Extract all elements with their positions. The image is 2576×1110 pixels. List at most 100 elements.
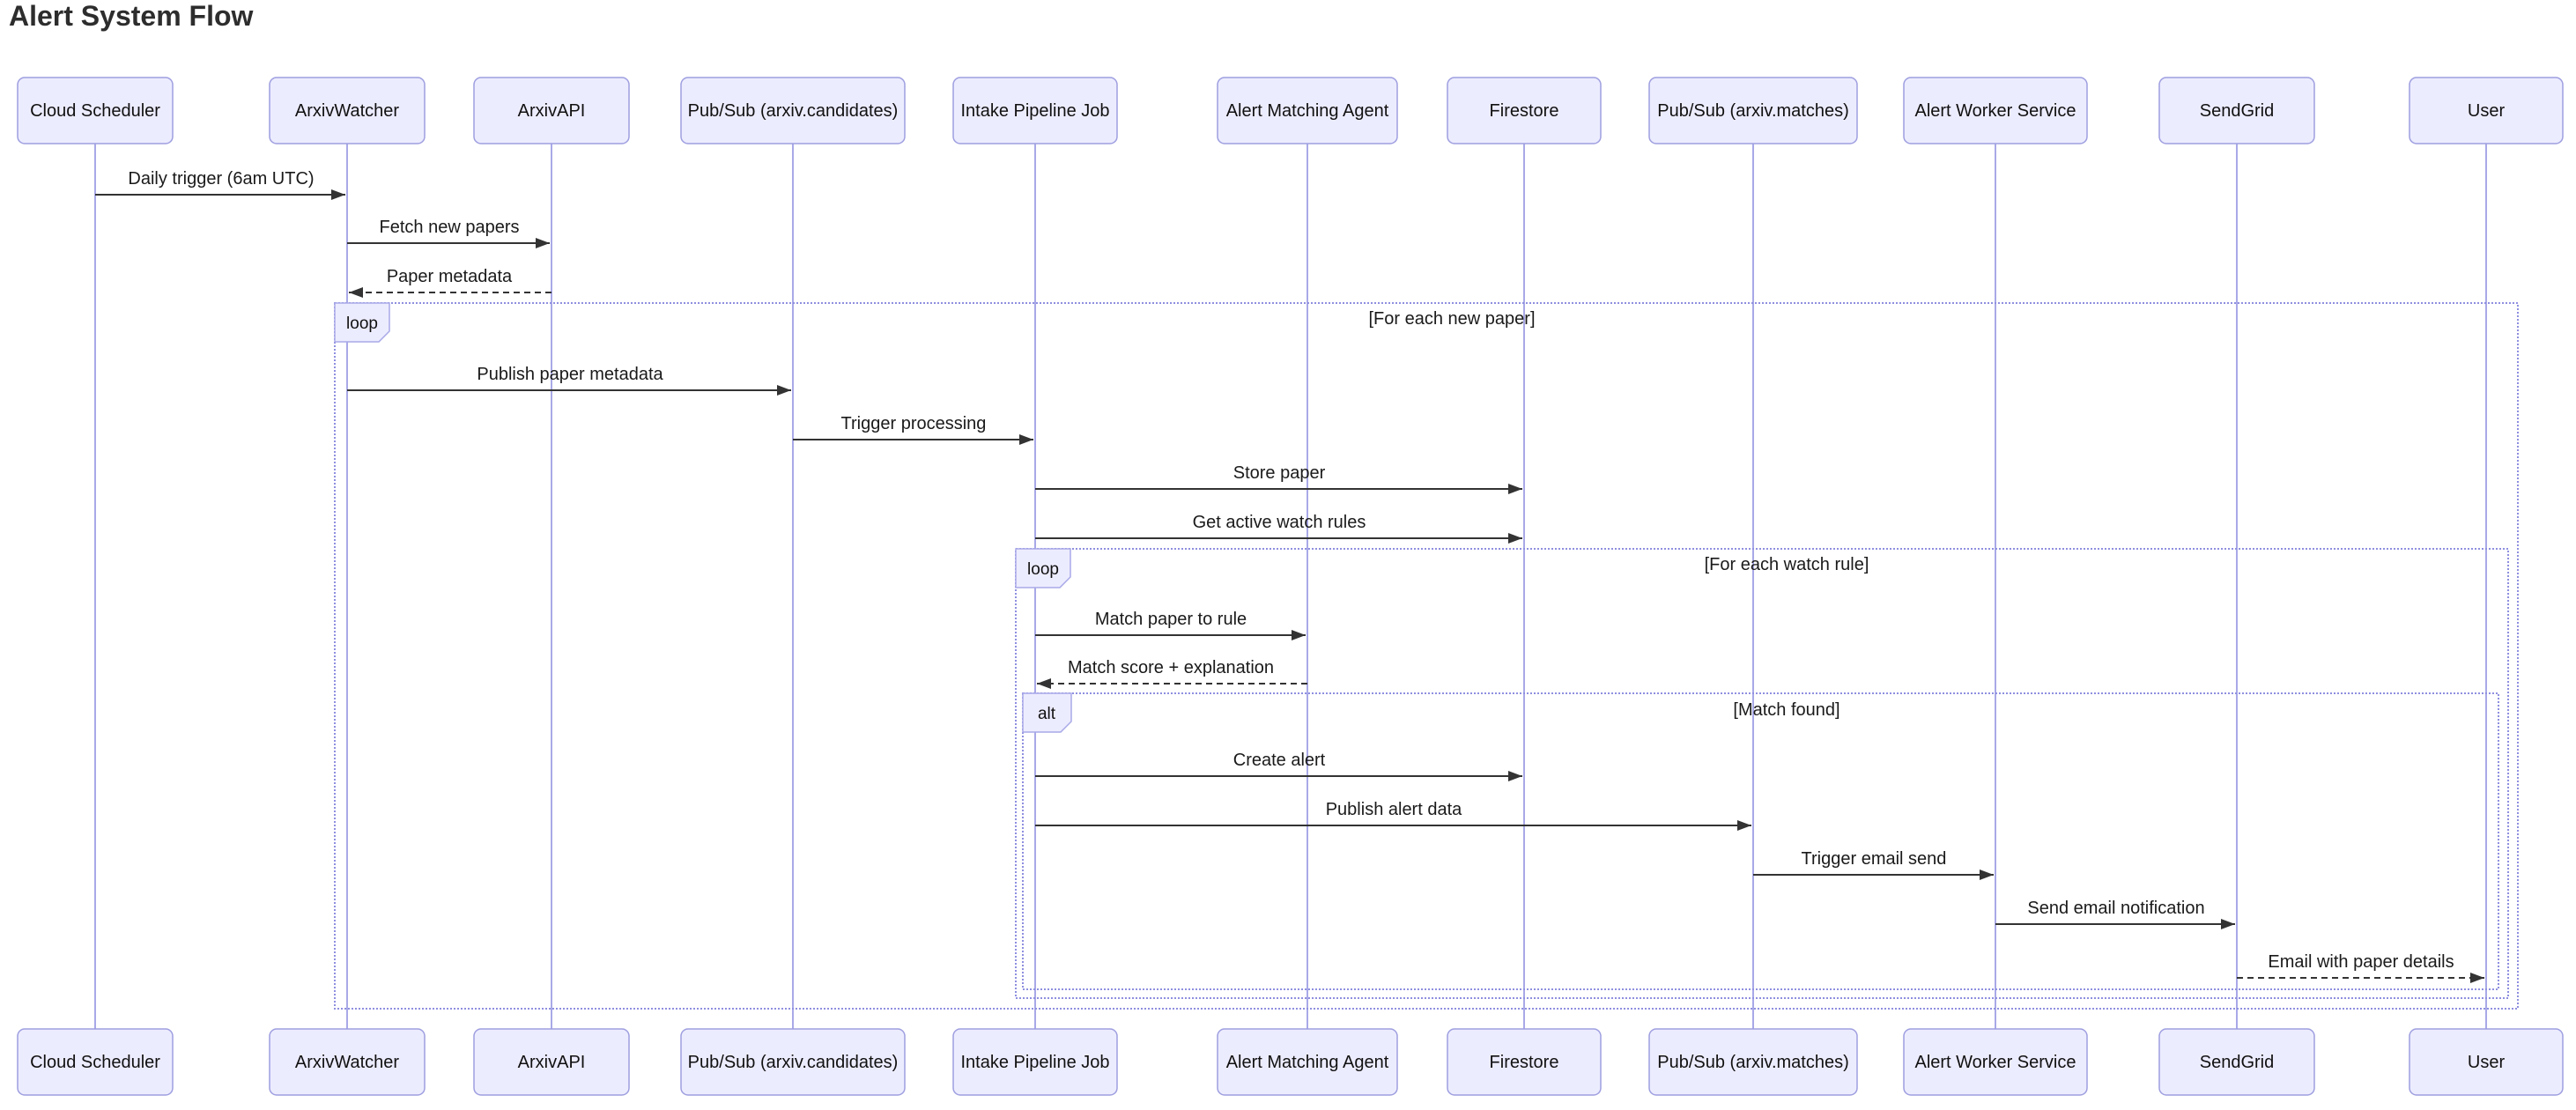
- msg-match-score-explanation: Match score + explanation: [1037, 658, 1307, 689]
- participant-top-user-box: [2409, 77, 2564, 144]
- msg-paper-metadata-label: Paper metadata: [387, 267, 513, 286]
- msg-send-email-notification: Send email notification: [1995, 899, 2235, 929]
- participant-top-firestore: Firestore: [1447, 77, 1602, 144]
- participant-top-pubsub-arxiv-candidates-box: [680, 77, 906, 144]
- page-title: Alert System Flow: [9, 0, 254, 32]
- participant-top-arxivwatcher-box: [269, 77, 426, 144]
- participant-bottom-arxivapi-box: [473, 1028, 630, 1096]
- participant-bottom-intake-pipeline-job-label: Intake Pipeline Job: [960, 1053, 1109, 1072]
- participant-bottom-arxivwatcher-box: [269, 1028, 426, 1096]
- msg-match-score-explanation-label: Match score + explanation: [1068, 658, 1274, 677]
- participant-bottom-arxivwatcher: ArxivWatcher: [269, 1028, 426, 1096]
- loop-watch-rule-tab: loop [For each watch rule]: [1015, 548, 1869, 588]
- participant-top-alert-matching-agent-box: [1217, 77, 1398, 144]
- participant-bottom-cloud-scheduler: Cloud Scheduler: [17, 1028, 174, 1096]
- alt-match-found-tab-label: alt: [1038, 705, 1056, 723]
- msg-publish-alert-data-label: Publish alert data: [1326, 800, 1462, 819]
- loop-new-paper-condition: [For each new paper]: [1369, 309, 1536, 329]
- msg-trigger-email-send-label: Trigger email send: [1802, 849, 1947, 869]
- msg-match-paper-to-rule: Match paper to rule: [1035, 610, 1306, 640]
- participant-bottom-arxivapi: ArxivAPI: [473, 1028, 630, 1096]
- msg-daily-trigger: Daily trigger (6am UTC): [95, 169, 345, 200]
- participant-top-alert-matching-agent: Alert Matching Agent: [1217, 77, 1398, 144]
- participant-top-arxivapi-box: [473, 77, 630, 144]
- participant-bottom-firestore-box: [1447, 1028, 1602, 1096]
- participant-top-arxivwatcher: ArxivWatcher: [269, 77, 426, 144]
- loop-watch-rule-condition: [For each watch rule]: [1705, 555, 1869, 574]
- participant-bottom-arxivapi-label: ArxivAPI: [518, 1053, 586, 1072]
- msg-email-with-paper-details-label: Email with paper details: [2268, 952, 2454, 972]
- msg-publish-alert-data: Publish alert data: [1035, 800, 1751, 831]
- participant-top-intake-pipeline-job: Intake Pipeline Job: [952, 77, 1118, 144]
- loop-watch-rule-tab-shape: [1015, 548, 1071, 588]
- lifelines: [94, 144, 2487, 1029]
- loop-watch-rule-tab-label: loop: [1027, 560, 1059, 579]
- msg-get-active-watch-rules-label: Get active watch rules: [1193, 513, 1366, 532]
- msg-trigger-processing: Trigger processing: [793, 414, 1033, 445]
- participant-top-arxivwatcher-label: ArxivWatcher: [295, 101, 400, 121]
- participant-top-user-label: User: [2468, 101, 2506, 121]
- msg-trigger-processing-label: Trigger processing: [841, 414, 987, 433]
- participant-top-cloud-scheduler: Cloud Scheduler: [17, 77, 174, 144]
- participant-bottom-sendgrid: SendGrid: [2158, 1028, 2315, 1096]
- participant-bottom-firestore: Firestore: [1447, 1028, 1602, 1096]
- msg-create-alert: Create alert: [1035, 751, 1522, 781]
- participants-bottom: Cloud Scheduler ArxivWatcher ArxivAPI Pu…: [17, 1028, 2564, 1096]
- loop-fragment-new-paper: [334, 302, 2519, 1010]
- participant-bottom-pubsub-arxiv-matches: Pub/Sub (arxiv.matches): [1648, 1028, 1858, 1096]
- fragments: [334, 302, 2519, 1010]
- participant-bottom-user: User: [2409, 1028, 2564, 1096]
- alt-match-found-tab-shape: [1022, 692, 1072, 733]
- participant-bottom-firestore-label: Firestore: [1490, 1053, 1559, 1072]
- messages: Daily trigger (6am UTC) Fetch new papers…: [95, 169, 2484, 983]
- participant-bottom-sendgrid-label: SendGrid: [2200, 1053, 2275, 1072]
- participant-bottom-cloud-scheduler-label: Cloud Scheduler: [30, 1053, 160, 1072]
- msg-email-with-paper-details: Email with paper details: [2237, 952, 2484, 983]
- participant-bottom-alert-worker-service-box: [1903, 1028, 2088, 1096]
- participant-top-pubsub-arxiv-matches-label: Pub/Sub (arxiv.matches): [1657, 101, 1849, 121]
- msg-store-paper-label: Store paper: [1233, 463, 1326, 483]
- participant-bottom-alert-matching-agent-box: [1217, 1028, 1398, 1096]
- msg-fetch-new-papers: Fetch new papers: [347, 218, 550, 248]
- participant-top-firestore-label: Firestore: [1490, 101, 1559, 121]
- participant-top-pubsub-arxiv-matches: Pub/Sub (arxiv.matches): [1648, 77, 1858, 144]
- alt-fragment-match-found: [1022, 692, 2499, 990]
- participant-bottom-alert-matching-agent: Alert Matching Agent: [1217, 1028, 1398, 1096]
- participant-top-firestore-box: [1447, 77, 1602, 144]
- participant-top-pubsub-arxiv-matches-box: [1648, 77, 1858, 144]
- loop-new-paper-tab-shape: [334, 302, 390, 343]
- participant-bottom-intake-pipeline-job: Intake Pipeline Job: [952, 1028, 1118, 1096]
- msg-create-alert-label: Create alert: [1233, 751, 1326, 770]
- participant-bottom-sendgrid-box: [2158, 1028, 2315, 1096]
- participant-top-user: User: [2409, 77, 2564, 144]
- participant-bottom-alert-worker-service: Alert Worker Service: [1903, 1028, 2088, 1096]
- participant-top-sendgrid: SendGrid: [2158, 77, 2315, 144]
- participant-bottom-intake-pipeline-job-box: [952, 1028, 1118, 1096]
- participant-top-alert-worker-service: Alert Worker Service: [1903, 77, 2088, 144]
- participant-top-alert-worker-service-label: Alert Worker Service: [1914, 101, 2076, 121]
- participant-top-pubsub-arxiv-candidates: Pub/Sub (arxiv.candidates): [680, 77, 906, 144]
- participant-top-cloud-scheduler-box: [17, 77, 174, 144]
- participant-top-arxivapi: ArxivAPI: [473, 77, 630, 144]
- msg-get-active-watch-rules: Get active watch rules: [1035, 513, 1522, 544]
- participant-bottom-cloud-scheduler-box: [17, 1028, 174, 1096]
- participant-top-pubsub-arxiv-candidates-label: Pub/Sub (arxiv.candidates): [688, 101, 899, 121]
- participant-top-sendgrid-box: [2158, 77, 2315, 144]
- alt-match-found-tab: alt [Match found]: [1022, 692, 1840, 733]
- alt-match-found-condition: [Match found]: [1733, 700, 1839, 720]
- participant-bottom-arxivwatcher-label: ArxivWatcher: [295, 1053, 400, 1072]
- loop-new-paper-tab-label: loop: [346, 314, 378, 333]
- msg-publish-paper-metadata-label: Publish paper metadata: [477, 365, 663, 384]
- participant-top-arxivapi-label: ArxivAPI: [518, 101, 586, 121]
- participant-bottom-pubsub-arxiv-matches-box: [1648, 1028, 1858, 1096]
- participant-top-intake-pipeline-job-label: Intake Pipeline Job: [960, 101, 1109, 121]
- msg-paper-metadata: Paper metadata: [349, 267, 551, 298]
- msg-trigger-email-send: Trigger email send: [1753, 849, 1994, 880]
- participant-top-sendgrid-label: SendGrid: [2200, 101, 2275, 121]
- participant-bottom-alert-worker-service-label: Alert Worker Service: [1914, 1053, 2076, 1072]
- msg-fetch-new-papers-label: Fetch new papers: [380, 218, 520, 237]
- participant-top-alert-worker-service-box: [1903, 77, 2088, 144]
- participant-bottom-pubsub-arxiv-candidates: Pub/Sub (arxiv.candidates): [680, 1028, 906, 1096]
